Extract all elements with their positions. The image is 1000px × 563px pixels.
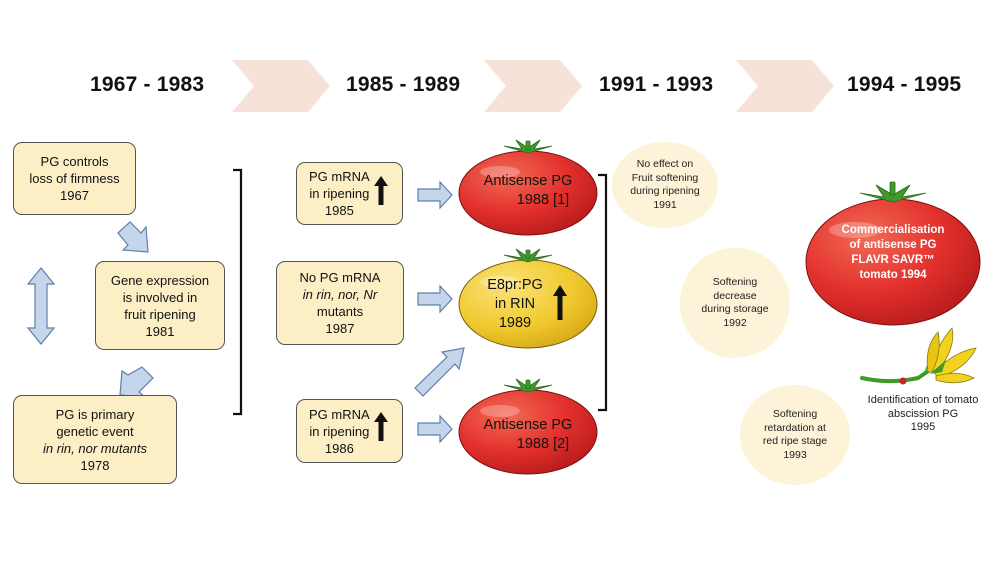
- box-line: 1985: [324, 203, 354, 218]
- arrow-right-2: [417, 284, 453, 314]
- period-1967-1983: 1967 - 1983: [90, 73, 205, 96]
- arrow-down-left: [119, 366, 154, 398]
- circle-line: Softening: [712, 276, 758, 288]
- arrow-double-vertical: [26, 267, 56, 345]
- period-1985-1989: 1985 - 1989: [346, 73, 461, 96]
- tomato-line: in RIN: [494, 296, 536, 312]
- arrow-down-right: [117, 221, 149, 253]
- chevron-3: [736, 60, 834, 112]
- box-line: 1981: [145, 323, 175, 339]
- box-pg-mrna-1985: PG mRNA in ripening 1985: [296, 162, 403, 225]
- circle-line: No effect on: [636, 158, 694, 170]
- arrow-right-3: [417, 414, 453, 444]
- tomato-yellow-icon: [458, 248, 598, 349]
- box-line: fruit ripening: [124, 306, 196, 322]
- tomato-line: Commercialisation: [841, 224, 945, 236]
- circle-line: retardation at: [764, 421, 826, 434]
- box-line: in ripening: [309, 423, 370, 439]
- box-pg-mrna-1986: PG mRNA in ripening 1986: [296, 399, 403, 463]
- chevron-2: [484, 60, 582, 112]
- box-line: PG mRNA: [309, 169, 370, 184]
- circle-line: 1992: [723, 316, 747, 329]
- circle-line: 1991: [653, 198, 677, 211]
- box-line: loss of firmness: [29, 171, 120, 186]
- tomato-line: tomato 1994: [859, 269, 927, 281]
- bracket-right: [598, 173, 608, 412]
- box-line: No PG mRNA: [299, 270, 381, 285]
- flower-caption: Identification of tomato abscission PG 1…: [853, 394, 993, 435]
- box-gene-expression: Gene expression is involved in fruit rip…: [95, 261, 225, 350]
- arrow-right-1: [417, 180, 453, 210]
- circle-line: Fruit softening: [631, 171, 699, 184]
- circle-line: 1993: [783, 448, 807, 461]
- tomato-label-flavr-savr: Commercialisation of antisense PG FLAVR …: [820, 223, 966, 283]
- tomato-line: 1988 [2]: [516, 436, 570, 452]
- box-line: PG mRNA: [309, 406, 370, 422]
- tomato-line: 1988 [1]: [516, 192, 570, 208]
- tomato-line: of antisense PG: [849, 239, 937, 251]
- box-line: in rin, nor mutants: [42, 440, 148, 456]
- tomato-flower-icon: [860, 327, 977, 385]
- tomato-label-antisense-1: Antisense PG 1988 [1]: [460, 172, 596, 210]
- box-line: 1987: [325, 321, 355, 336]
- period-1994-1995: 1994 - 1995: [847, 73, 962, 96]
- box-line: PG is primary: [55, 406, 135, 422]
- circle-line: Softening: [772, 408, 818, 420]
- caption-line: Identification of tomato: [867, 394, 979, 406]
- result-circle-1992: Softening decrease during storage 1992: [680, 248, 790, 358]
- tomato-label-antisense-2: Antisense PG 1988 [2]: [460, 416, 596, 454]
- circle-line: decrease: [713, 289, 757, 302]
- tomato-line: E8pr:PG: [487, 277, 543, 293]
- box-line: PG controls: [40, 154, 109, 169]
- circle-line: during storage: [701, 303, 769, 315]
- tomato-label-e8pr-pg: E8pr:PG in RIN 1989: [470, 276, 560, 333]
- box-line: in rin, nor, Nr: [302, 287, 378, 302]
- chevron-1: [232, 60, 330, 112]
- tomato-line: 1989: [498, 315, 532, 331]
- bracket-left: [233, 168, 243, 416]
- box-line: 1986: [324, 440, 354, 456]
- tomato-line: FLAVR SAVR™: [851, 254, 935, 266]
- tomato-line: Antisense PG: [483, 173, 573, 189]
- box-line: 1978: [80, 457, 110, 473]
- tomato-red-1-icon: [458, 139, 598, 236]
- result-circle-1991: No effect on Fruit softening during ripe…: [612, 142, 718, 228]
- caption-line: 1995: [910, 421, 936, 433]
- circle-line: during ripening: [630, 185, 700, 197]
- box-line: genetic event: [56, 423, 134, 439]
- tomato-red-2-icon: [458, 378, 598, 475]
- tomato-flavr-savr-icon: [805, 181, 981, 326]
- box-no-pg-mrna-1987: No PG mRNA in rin, nor, Nr mutants 1987: [276, 261, 404, 345]
- caption-line: abscission PG: [887, 407, 959, 420]
- circle-line: red ripe stage: [762, 435, 828, 447]
- box-line: 1967: [60, 188, 89, 203]
- tomato-line: Antisense PG: [483, 417, 573, 433]
- box-line: is involved in: [122, 289, 198, 305]
- box-line: mutants: [316, 304, 364, 319]
- box-pg-primary-event: PG is primary genetic event in rin, nor …: [13, 395, 177, 484]
- period-1991-1993: 1991 - 1993: [599, 73, 714, 96]
- box-pg-controls-firmness: PG controls loss of firmness 1967: [13, 142, 136, 215]
- arrow-diagonal-up: [414, 347, 465, 397]
- result-circle-1993: Softening retardation at red ripe stage …: [740, 385, 850, 485]
- box-line: Gene expression: [110, 272, 210, 288]
- box-line: in ripening: [309, 186, 370, 201]
